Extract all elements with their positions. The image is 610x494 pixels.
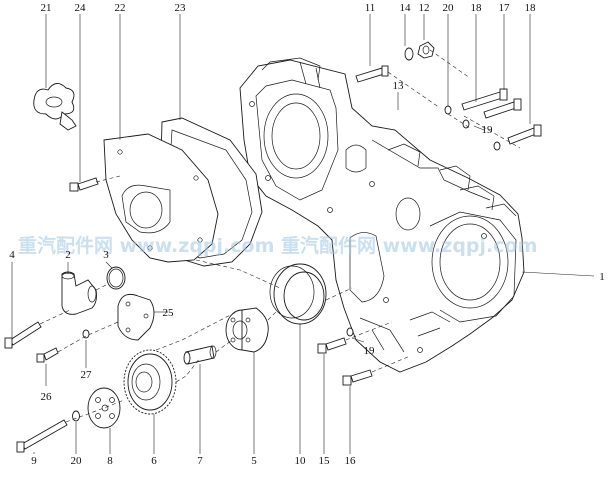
callout-15: 15 bbox=[319, 455, 331, 467]
callout-8: 8 bbox=[107, 455, 113, 467]
callout-24: 24 bbox=[75, 2, 87, 14]
cover-plate bbox=[117, 293, 155, 341]
callout-4: 4 bbox=[9, 249, 15, 261]
callout-10: 10 bbox=[295, 455, 307, 467]
watermark-text: 重汽配件网 www.zqpj.com 重汽配件网 www.zqpj.com bbox=[18, 234, 537, 257]
callout-labels: 21 24 22 23 11 14 12 20 18 17 18 13 19 4… bbox=[9, 2, 605, 467]
washer-27 bbox=[82, 329, 90, 339]
callout-17: 17 bbox=[499, 2, 511, 14]
bolt-18-b bbox=[507, 124, 542, 145]
timing-cover bbox=[103, 133, 219, 263]
bolt-16 bbox=[342, 369, 373, 386]
bolt-24 bbox=[69, 177, 99, 192]
callout-14: 14 bbox=[400, 2, 412, 14]
gear-housing bbox=[239, 57, 525, 373]
washer-19-bottom bbox=[346, 327, 354, 337]
o-ring bbox=[106, 266, 126, 290]
callout-18-b: 18 bbox=[525, 2, 537, 14]
callout-11: 11 bbox=[365, 2, 376, 14]
bolt-26 bbox=[36, 347, 59, 363]
callout-18-a: 18 bbox=[471, 2, 483, 14]
callout-25: 25 bbox=[163, 307, 175, 319]
callout-7: 7 bbox=[197, 455, 203, 467]
washer-19-top bbox=[462, 119, 501, 151]
callout-5: 5 bbox=[251, 455, 257, 467]
crank-hub bbox=[225, 307, 269, 353]
bolt-9 bbox=[16, 419, 68, 453]
washer-20-top bbox=[444, 105, 452, 115]
idler-gear bbox=[123, 349, 177, 415]
oil-filler-cap bbox=[33, 83, 77, 131]
elbow-pipe bbox=[61, 271, 97, 315]
leader-lines bbox=[11, 14, 595, 454]
idler-shaft bbox=[183, 345, 217, 365]
callout-27: 27 bbox=[81, 369, 93, 381]
bolt-17 bbox=[483, 98, 522, 119]
callout-21: 21 bbox=[41, 2, 52, 14]
callout-20-bottom: 20 bbox=[71, 455, 83, 467]
callout-26: 26 bbox=[41, 391, 53, 403]
bolt-11 bbox=[355, 65, 389, 83]
assembly-lines bbox=[39, 49, 521, 423]
bolt-15 bbox=[317, 337, 347, 354]
thrust-plate bbox=[87, 387, 121, 429]
oil-seal bbox=[269, 263, 327, 325]
callout-12: 12 bbox=[419, 2, 430, 14]
callout-3: 3 bbox=[103, 249, 109, 261]
callout-23: 23 bbox=[175, 2, 187, 14]
callout-22: 22 bbox=[115, 2, 126, 14]
callout-1: 1 bbox=[599, 271, 605, 283]
callout-19-bottom: 19 bbox=[364, 345, 376, 357]
callout-2: 2 bbox=[65, 249, 71, 261]
bolt-18-a bbox=[461, 88, 508, 111]
callout-19-top: 19 bbox=[482, 124, 494, 136]
bolt-4 bbox=[4, 321, 42, 349]
callout-13: 13 bbox=[393, 80, 405, 92]
washer-20-bottom bbox=[72, 410, 80, 422]
callout-6: 6 bbox=[151, 455, 157, 467]
callout-20-top: 20 bbox=[443, 2, 455, 14]
nut-12 bbox=[417, 41, 435, 59]
washer-14 bbox=[404, 47, 414, 61]
callout-16: 16 bbox=[345, 455, 357, 467]
callout-9: 9 bbox=[31, 455, 37, 467]
